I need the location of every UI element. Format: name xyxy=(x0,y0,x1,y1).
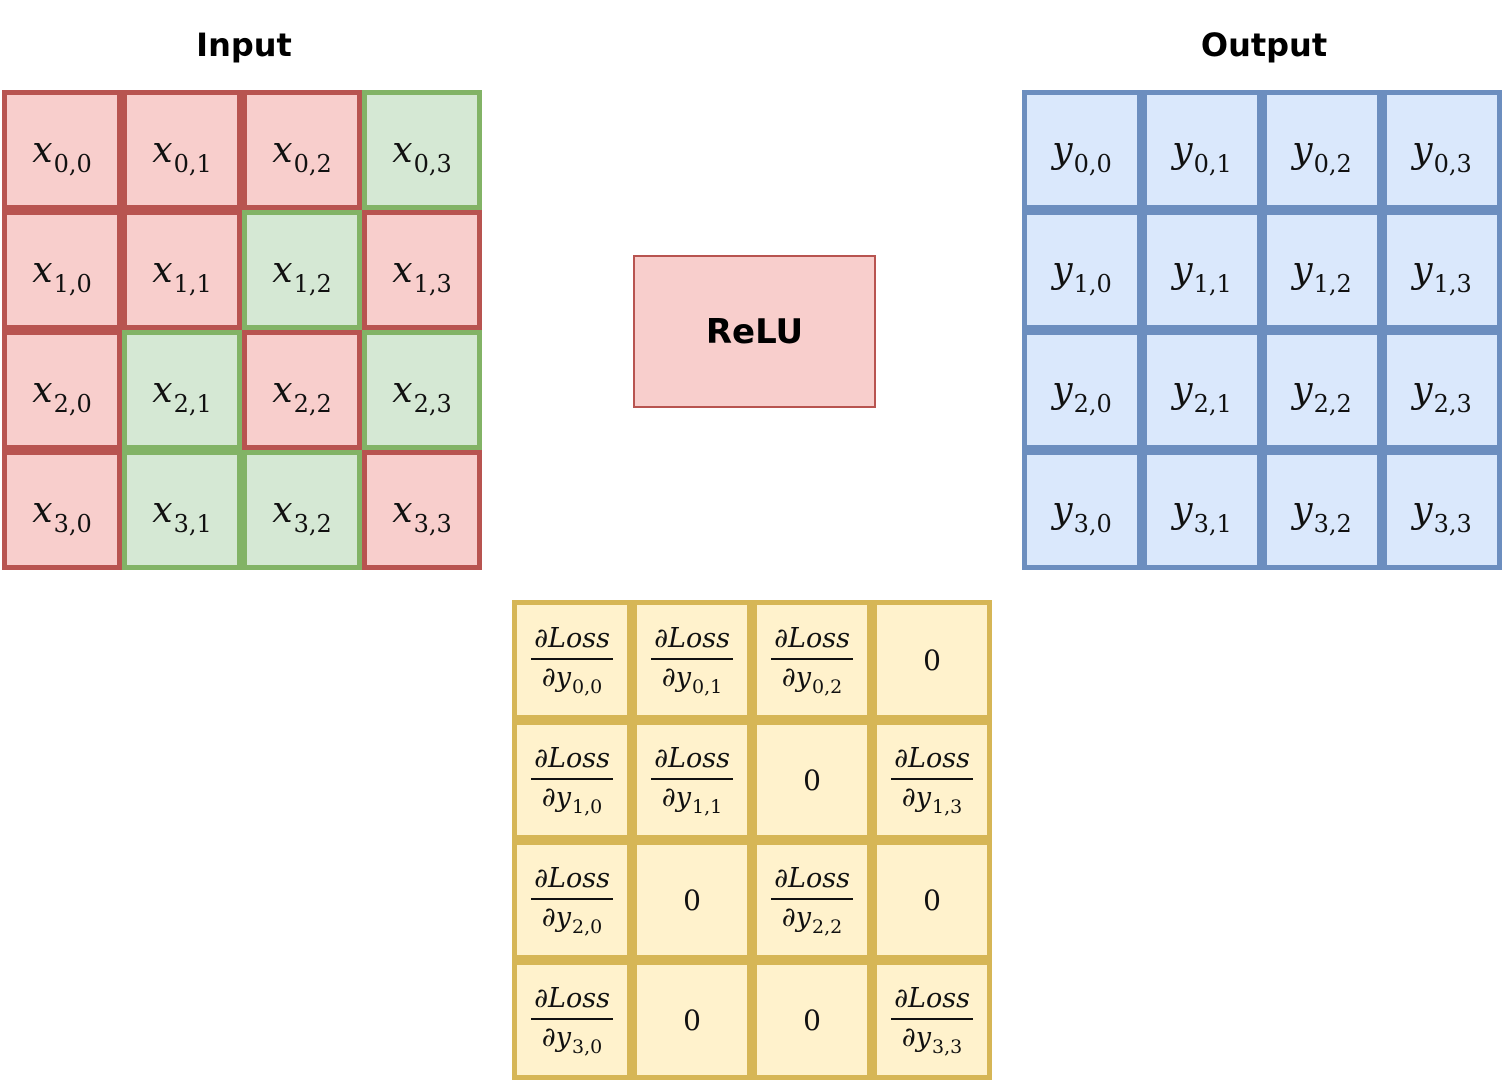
grad-cell-3-0: ∂Loss∂y3,0 xyxy=(512,960,632,1080)
variable-label: x0,1 xyxy=(152,129,212,178)
grad-cell-3-2: 0 xyxy=(752,960,872,1080)
input-cell-2-2: x2,2 xyxy=(242,330,362,450)
variable-label: y0,1 xyxy=(1172,129,1232,178)
partial-derivative: ∂Loss∂y0,2 xyxy=(771,622,853,698)
input-cell-1-1: x1,1 xyxy=(122,210,242,330)
variable-label: x0,3 xyxy=(392,129,452,178)
input-cell-0-3: x0,3 xyxy=(362,90,482,210)
input-cell-0-1: x0,1 xyxy=(122,90,242,210)
output-cell-0-1: y0,1 xyxy=(1142,90,1262,210)
output-cell-0-2: y0,2 xyxy=(1262,90,1382,210)
grad-cell-2-2: ∂Loss∂y2,2 xyxy=(752,840,872,960)
variable-label: y0,2 xyxy=(1292,129,1352,178)
input-cell-3-3: x3,3 xyxy=(362,450,482,570)
grad-cell-0-0: ∂Loss∂y0,0 xyxy=(512,600,632,720)
output-cell-3-3: y3,3 xyxy=(1382,450,1502,570)
variable-label: x0,2 xyxy=(272,129,332,178)
output-cell-3-2: y3,2 xyxy=(1262,450,1382,570)
grad-cell-0-2: ∂Loss∂y0,2 xyxy=(752,600,872,720)
variable-label: y3,2 xyxy=(1292,489,1352,538)
variable-label: x0,0 xyxy=(32,129,92,178)
grad-cell-1-3: ∂Loss∂y1,3 xyxy=(872,720,992,840)
output-cell-1-3: y1,3 xyxy=(1382,210,1502,330)
variable-label: y3,3 xyxy=(1412,489,1472,538)
variable-label: y3,1 xyxy=(1172,489,1232,538)
partial-derivative: ∂Loss∂y2,2 xyxy=(771,862,853,938)
zero-gradient: 0 xyxy=(923,643,941,677)
variable-label: y0,3 xyxy=(1412,129,1472,178)
input-cell-2-1: x2,1 xyxy=(122,330,242,450)
variable-label: y1,3 xyxy=(1412,249,1472,298)
variable-label: x1,0 xyxy=(32,249,92,298)
variable-label: y1,1 xyxy=(1172,249,1232,298)
input-cell-3-2: x3,2 xyxy=(242,450,362,570)
variable-label: y0,0 xyxy=(1052,129,1112,178)
partial-derivative: ∂Loss∂y1,0 xyxy=(531,742,613,818)
input-cell-2-0: x2,0 xyxy=(2,330,122,450)
variable-label: y2,3 xyxy=(1412,369,1472,418)
grad-cell-0-1: ∂Loss∂y0,1 xyxy=(632,600,752,720)
zero-gradient: 0 xyxy=(803,1003,821,1037)
output-cell-1-0: y1,0 xyxy=(1022,210,1142,330)
variable-label: y3,0 xyxy=(1052,489,1112,538)
variable-label: x1,3 xyxy=(392,249,452,298)
partial-derivative: ∂Loss∂y3,3 xyxy=(891,982,973,1058)
output-cell-1-2: y1,2 xyxy=(1262,210,1382,330)
output-title: Output xyxy=(1200,26,1328,64)
grad-cell-2-3: 0 xyxy=(872,840,992,960)
zero-gradient: 0 xyxy=(923,883,941,917)
input-cell-0-0: x0,0 xyxy=(2,90,122,210)
variable-label: y2,0 xyxy=(1052,369,1112,418)
input-cell-3-0: x3,0 xyxy=(2,450,122,570)
variable-label: y2,1 xyxy=(1172,369,1232,418)
variable-label: x2,2 xyxy=(272,369,332,418)
partial-derivative: ∂Loss∂y3,0 xyxy=(531,982,613,1058)
variable-label: y2,2 xyxy=(1292,369,1352,418)
partial-derivative: ∂Loss∂y0,1 xyxy=(651,622,733,698)
output-cell-2-0: y2,0 xyxy=(1022,330,1142,450)
variable-label: x3,2 xyxy=(272,489,332,538)
grad-cell-1-2: 0 xyxy=(752,720,872,840)
variable-label: x2,3 xyxy=(392,369,452,418)
zero-gradient: 0 xyxy=(683,1003,701,1037)
variable-label: x3,0 xyxy=(32,489,92,538)
partial-derivative: ∂Loss∂y2,0 xyxy=(531,862,613,938)
variable-label: y1,2 xyxy=(1292,249,1352,298)
grad-cell-2-0: ∂Loss∂y2,0 xyxy=(512,840,632,960)
variable-label: y1,0 xyxy=(1052,249,1112,298)
grad-cell-2-1: 0 xyxy=(632,840,752,960)
zero-gradient: 0 xyxy=(683,883,701,917)
output-cell-3-0: y3,0 xyxy=(1022,450,1142,570)
grad-cell-3-1: 0 xyxy=(632,960,752,1080)
variable-label: x1,1 xyxy=(152,249,212,298)
grad-cell-1-1: ∂Loss∂y1,1 xyxy=(632,720,752,840)
output-cell-2-2: y2,2 xyxy=(1262,330,1382,450)
partial-derivative: ∂Loss∂y0,0 xyxy=(531,622,613,698)
input-cell-1-2: x1,2 xyxy=(242,210,362,330)
variable-label: x3,1 xyxy=(152,489,212,538)
variable-label: x1,2 xyxy=(272,249,332,298)
variable-label: x3,3 xyxy=(392,489,452,538)
partial-derivative: ∂Loss∂y1,1 xyxy=(651,742,733,818)
output-cell-2-1: y2,1 xyxy=(1142,330,1262,450)
output-cell-3-1: y3,1 xyxy=(1142,450,1262,570)
input-cell-1-3: x1,3 xyxy=(362,210,482,330)
output-cell-0-0: y0,0 xyxy=(1022,90,1142,210)
variable-label: x2,1 xyxy=(152,369,212,418)
output-cell-0-3: y0,3 xyxy=(1382,90,1502,210)
zero-gradient: 0 xyxy=(803,763,821,797)
grad-cell-1-0: ∂Loss∂y1,0 xyxy=(512,720,632,840)
input-cell-0-2: x0,2 xyxy=(242,90,362,210)
grad-cell-3-3: ∂Loss∂y3,3 xyxy=(872,960,992,1080)
partial-derivative: ∂Loss∂y1,3 xyxy=(891,742,973,818)
input-cell-1-0: x1,0 xyxy=(2,210,122,330)
input-cell-3-1: x3,1 xyxy=(122,450,242,570)
relu-block: ReLU xyxy=(633,255,876,408)
variable-label: x2,0 xyxy=(32,369,92,418)
input-title: Input xyxy=(196,26,292,64)
input-cell-2-3: x2,3 xyxy=(362,330,482,450)
output-cell-1-1: y1,1 xyxy=(1142,210,1262,330)
grad-cell-0-3: 0 xyxy=(872,600,992,720)
output-cell-2-3: y2,3 xyxy=(1382,330,1502,450)
